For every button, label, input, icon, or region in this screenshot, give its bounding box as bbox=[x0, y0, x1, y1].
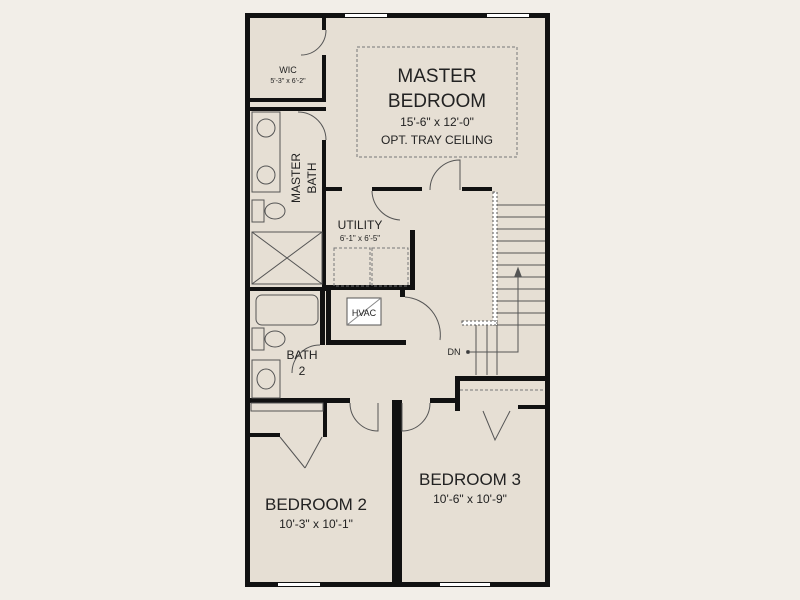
wic-label: WIC bbox=[279, 65, 297, 75]
windows bbox=[278, 14, 529, 586]
hvac-unit bbox=[346, 297, 382, 326]
door-swings bbox=[279, 29, 511, 469]
wic-size: 5'-3" x 6'-2" bbox=[270, 78, 306, 85]
master-bedroom-size: 15'-6" x 12'-0" bbox=[400, 115, 474, 129]
bath2-label-1: BATH bbox=[286, 348, 317, 362]
utility-label: UTILITY bbox=[338, 218, 383, 232]
bedroom3-label: BEDROOM 3 bbox=[419, 470, 521, 489]
master-bedroom-label-1: MASTER bbox=[397, 66, 476, 87]
tray-ceiling-outline bbox=[356, 46, 518, 158]
utility-size: 6'-1" x 6'-5" bbox=[340, 234, 380, 243]
hvac-label: HVAC bbox=[352, 308, 377, 318]
master-bath-label-1: MASTER bbox=[289, 153, 303, 203]
washer-dryer bbox=[333, 247, 409, 287]
staircase bbox=[461, 191, 545, 375]
bedroom2-size: 10'-3" x 10'-1" bbox=[279, 517, 353, 531]
bedroom3-size: 10'-6" x 10'-9" bbox=[433, 492, 507, 506]
master-bedroom-note: OPT. TRAY CEILING bbox=[381, 133, 493, 147]
interior-walls bbox=[245, 18, 548, 585]
bath2-label-2: 2 bbox=[299, 364, 306, 378]
fixtures bbox=[250, 111, 324, 412]
master-bedroom-label-2: BEDROOM bbox=[388, 91, 486, 112]
bedroom2-label: BEDROOM 2 bbox=[265, 495, 367, 514]
master-bath-label-2: BATH bbox=[305, 162, 319, 193]
stairs-dn-label: DN bbox=[448, 347, 461, 357]
